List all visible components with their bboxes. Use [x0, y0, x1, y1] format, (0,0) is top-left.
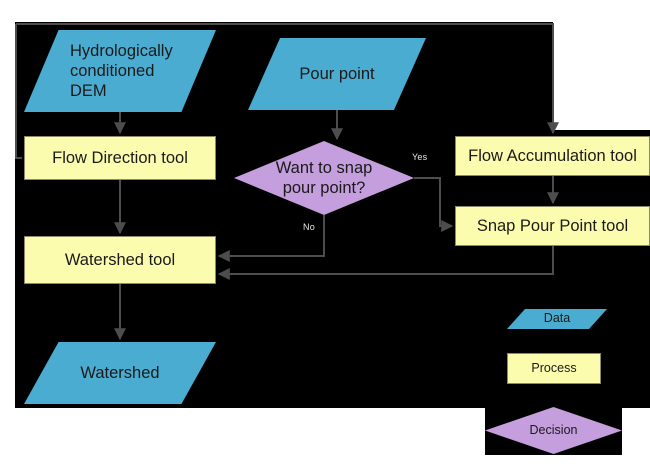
node-label: Flow Accumulation tool: [468, 146, 637, 165]
legend-label: Data: [543, 311, 571, 326]
node-label: Flow Direction tool: [52, 148, 188, 167]
legend-item-process: Process: [507, 353, 601, 384]
legend-label: Decision: [529, 422, 578, 437]
node-hydrologically-conditioned-dem[interactable]: Hydrologically conditioned DEM: [24, 30, 216, 112]
node-flow-direction-tool[interactable]: Flow Direction tool: [24, 136, 216, 180]
edge-label-yes: Yes: [412, 152, 428, 162]
dem-label-line2: conditioned: [70, 61, 155, 80]
node-flow-accumulation-tool[interactable]: Flow Accumulation tool: [455, 136, 650, 176]
node-label: Snap Pour Point tool: [476, 216, 629, 235]
node-label: Hydrologically conditioned DEM: [70, 41, 182, 101]
node-snap-pour-point-tool[interactable]: Snap Pour Point tool: [455, 206, 650, 246]
node-label: Want to snap pour point?: [276, 158, 373, 198]
legend-label: Process: [531, 360, 577, 375]
legend-item-data: Data: [507, 309, 607, 329]
node-watershed[interactable]: Watershed: [24, 342, 216, 404]
decision-label-line1: Want to snap: [275, 158, 373, 177]
dem-label-line1: Hydrologically: [70, 41, 173, 60]
node-label: Pour point: [299, 64, 375, 83]
edge-label-no: No: [303, 222, 315, 232]
node-watershed-tool[interactable]: Watershed tool: [24, 236, 216, 284]
node-label: Watershed tool: [64, 250, 176, 269]
node-pour-point[interactable]: Pour point: [248, 38, 426, 110]
decision-label-line2: pour point?: [282, 179, 366, 197]
dem-label-line3: DEM: [70, 82, 107, 101]
node-label: Watershed: [80, 363, 160, 382]
